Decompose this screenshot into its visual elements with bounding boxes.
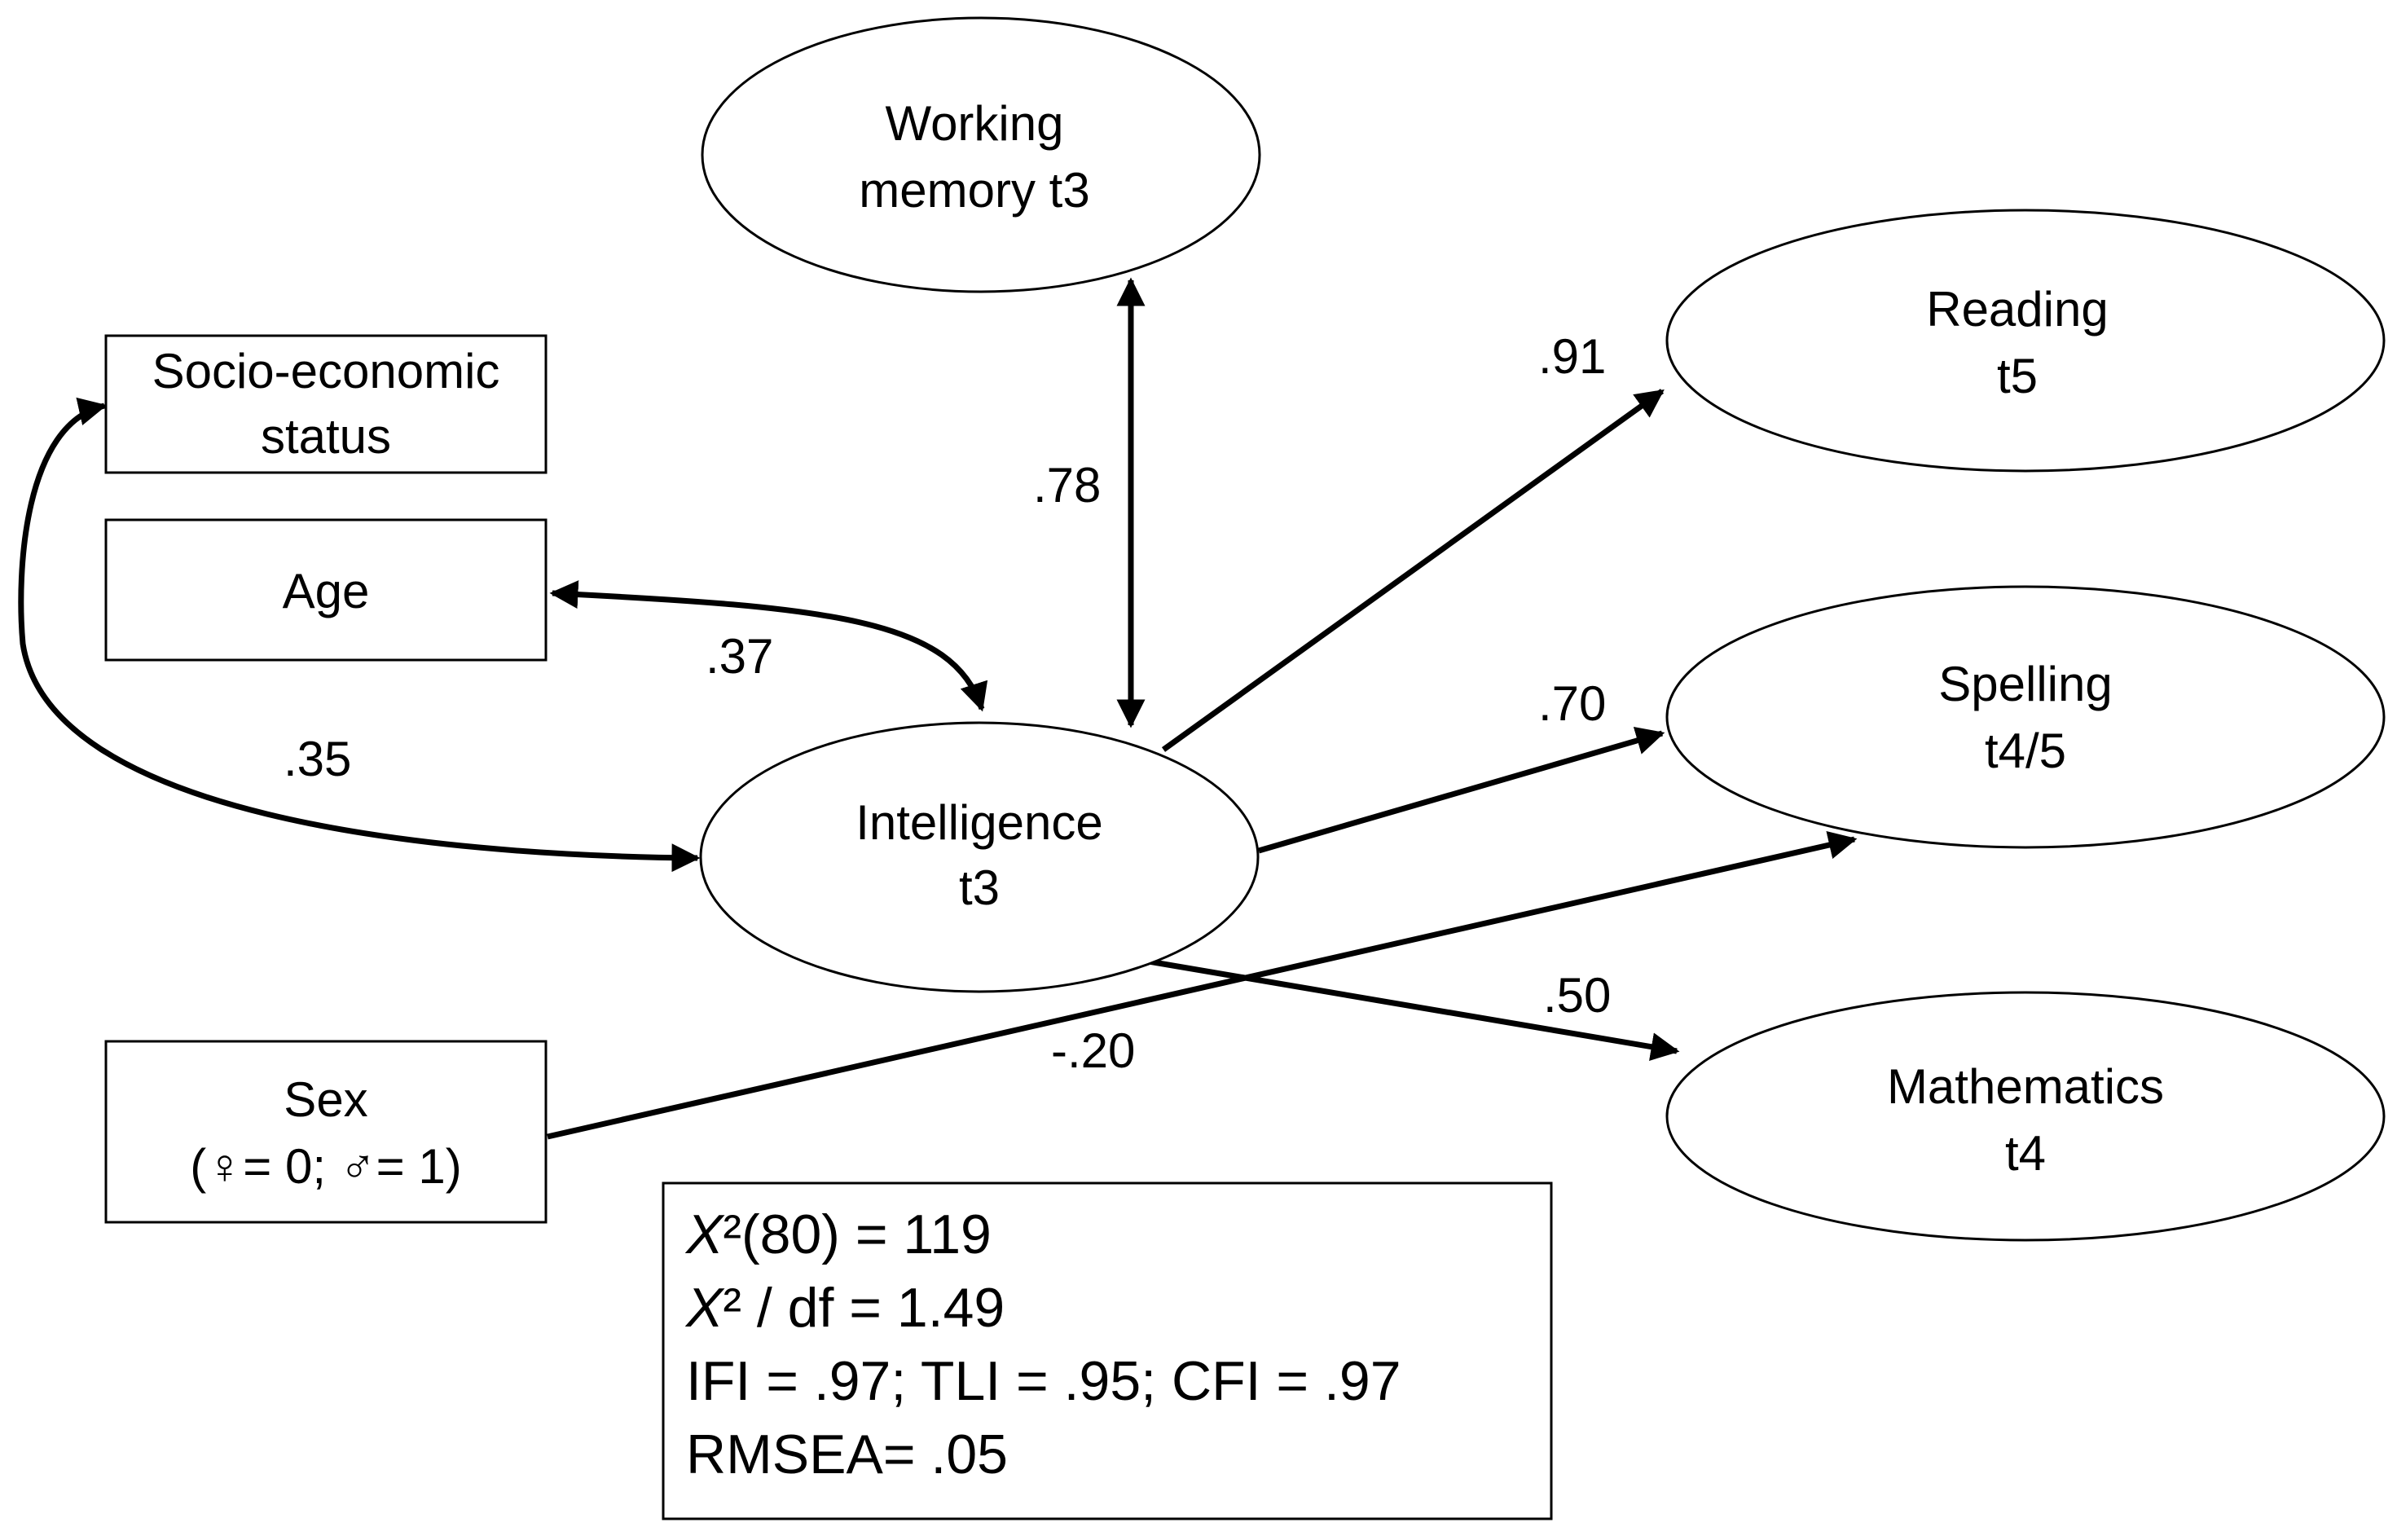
fit-chi-square-df: X² / df = 1.49 bbox=[684, 1277, 1005, 1339]
node-spelling: Spelling t4/5 bbox=[1665, 585, 2386, 849]
fit-chi-square-symbol: X bbox=[684, 1203, 725, 1265]
node-ses: Socio-economic status bbox=[104, 334, 548, 474]
node-mathematics: Mathematics t4 bbox=[1665, 991, 2386, 1242]
coef-intelligence-spelling: .70 bbox=[1538, 676, 1606, 731]
node-mathematics-line2: t4 bbox=[2005, 1126, 2046, 1181]
node-spelling-line2: t4/5 bbox=[1985, 724, 2066, 778]
fit-chi-square-value: ²(80) = 119 bbox=[723, 1203, 991, 1265]
fit-indices: IFI = .97; TLI = .95; CFI = .97 bbox=[686, 1350, 1401, 1412]
node-working-memory: Working memory t3 bbox=[701, 16, 1261, 293]
fit-chi-square: X²(80) = 119 bbox=[684, 1203, 992, 1265]
node-sex-line1: Sex bbox=[284, 1072, 367, 1127]
node-spelling-line1: Spelling bbox=[1938, 657, 2113, 711]
node-age-label: Age bbox=[283, 564, 370, 618]
node-working-memory-line1: Working bbox=[886, 96, 1064, 151]
paths bbox=[18, 277, 1858, 1140]
coef-intelligence-mathematics: .50 bbox=[1543, 968, 1611, 1023]
node-intelligence: Intelligence t3 bbox=[699, 721, 1260, 993]
path-sex-spelling bbox=[547, 830, 1858, 1140]
coef-intelligence-reading: .91 bbox=[1538, 329, 1606, 384]
coef-sex-spelling: -.20 bbox=[1051, 1023, 1135, 1078]
fit-chi-square-df-symbol: X bbox=[684, 1277, 725, 1339]
path-intelligence-mathematics bbox=[1148, 958, 1680, 1061]
node-reading: Reading t5 bbox=[1665, 209, 2386, 473]
node-sex-line2: (♀= 0; ♂= 1) bbox=[190, 1139, 461, 1194]
model-fit-box: X²(80) = 119 X² / df = 1.49 IFI = .97; T… bbox=[662, 1181, 1553, 1520]
node-mathematics-line1: Mathematics bbox=[1887, 1059, 2164, 1114]
coef-intelligence-working-memory: .78 bbox=[1033, 458, 1101, 513]
node-age: Age bbox=[104, 518, 548, 662]
node-intelligence-line1: Intelligence bbox=[855, 795, 1103, 850]
coef-ses-intelligence: .35 bbox=[284, 732, 351, 786]
fit-chi-square-df-value: ² / df = 1.49 bbox=[723, 1277, 1005, 1339]
fit-rmsea: RMSEA= .05 bbox=[686, 1423, 1008, 1485]
path-intelligence-spelling bbox=[1258, 726, 1665, 854]
path-intelligence-reading bbox=[1161, 389, 1665, 752]
node-working-memory-line2: memory t3 bbox=[859, 163, 1089, 218]
node-ses-line1: Socio-economic bbox=[152, 344, 500, 398]
coef-age-intelligence: .37 bbox=[706, 629, 773, 684]
node-sex: Sex (♀= 0; ♂= 1) bbox=[104, 1040, 548, 1224]
path-ses-intelligence bbox=[18, 397, 701, 873]
node-reading-line2: t5 bbox=[1997, 349, 2038, 403]
node-intelligence-line2: t3 bbox=[959, 860, 1000, 915]
node-reading-line1: Reading bbox=[1926, 282, 2109, 337]
node-ses-line2: status bbox=[261, 409, 391, 464]
